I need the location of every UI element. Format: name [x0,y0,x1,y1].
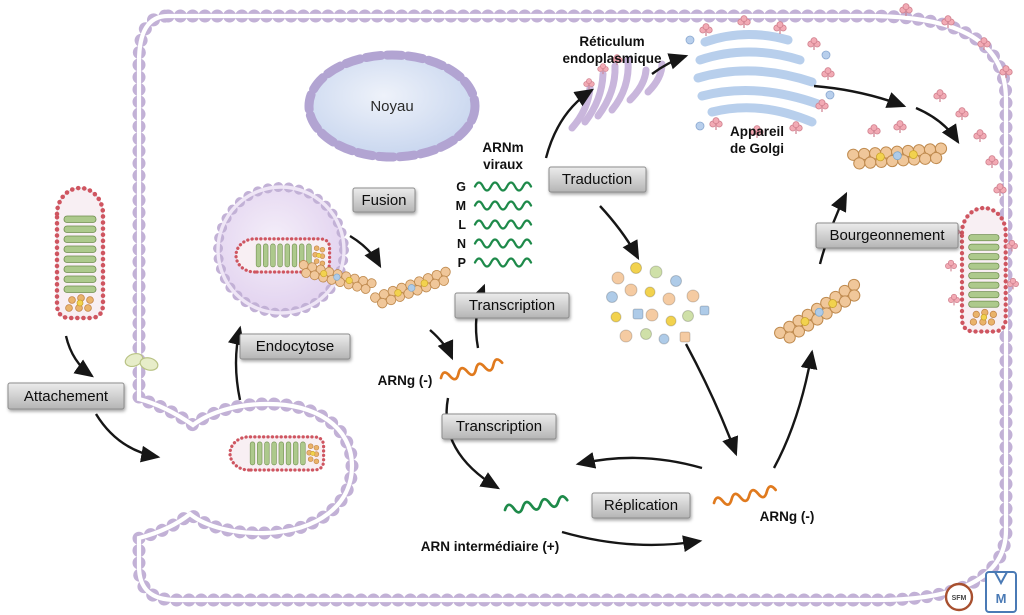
arng-upper-label: ARNg (-) [378,373,433,388]
nuclear-envelope [304,50,480,162]
arnm-viraux-line1: ARNm [482,140,523,155]
progeny-virion [962,208,1006,332]
arrow-vesicle-to-endosome [227,325,245,401]
membrane-receptor [124,352,159,371]
arrow-proteins-to-assembly [684,343,739,457]
attachement-label: Attachement [24,388,109,405]
transcription-lower-label: Transcription [456,418,542,435]
gene-label-m: M [456,199,466,213]
genomic-rna-lower-wave [712,485,777,506]
arrow-attachment-approach [64,335,94,378]
intermediate-rna-wave [503,495,569,514]
golgi-label-line2: de Golgi [730,141,784,156]
publisher-logo-text: M [996,591,1007,606]
step-label-endocytose: Endocytose [239,333,351,360]
step-label-transcription-upper: Transcription [454,292,570,319]
arrow-transcription-down [445,397,501,490]
arng-lower-label: ARNg (-) [760,509,815,524]
gene-label-g: G [456,180,466,194]
golgi-label-line1: Appareil [730,124,784,139]
arrow-replication-left [575,452,703,470]
golgi-apparatus [685,30,835,131]
assembling-capsid [771,276,868,349]
genomic-rna-upper-wave [439,358,504,381]
arrow-traduction-to-proteins [599,205,640,261]
gene-label-p: P [458,256,466,270]
gene-label-n: N [457,237,466,251]
step-label-replication: Réplication [591,492,691,519]
sfm-logo-text: SFM [952,595,967,602]
reticulum-label-line1: Réticulum [579,34,644,49]
viral-proteins-cluster [606,262,710,345]
traduction-label: Traduction [562,171,632,188]
arrow-mrna-to-er [544,88,595,159]
cell-membrane [132,9,1013,607]
arnm-viraux-line2: viraux [483,157,523,172]
arrow-replication-right [561,530,703,552]
flow-arrows [64,53,960,552]
viral-mrnas: G M L N P [456,180,533,270]
step-label-bourgeonnement: Bourgeonnement [815,222,959,249]
arrow-capsid-to-arng [429,329,454,361]
gene-label-l: L [458,218,466,232]
arrow-fusion-release [349,234,382,269]
incoming-virion [57,188,103,318]
arrow-golgi-to-membrane [813,84,907,108]
reticulum-label-line2: endoplasmique [562,51,662,66]
arn-intermediaire-label: ARN intermédiaire (+) [421,539,559,554]
step-label-attachement: Attachement [7,382,125,410]
bourgeonnement-label: Bourgeonnement [829,227,945,244]
endocytose-label: Endocytose [256,338,334,355]
arrow-arng-to-capsid [772,349,818,469]
fusion-label: Fusion [361,192,406,209]
step-label-traduction: Traduction [548,166,647,193]
released-capsid [368,265,455,312]
virion-in-vesicle [228,435,326,472]
nucleus: Noyau [304,50,480,162]
publisher-logo: M [985,571,1017,613]
step-label-transcription-lower: Transcription [441,413,557,440]
replication-label: Réplication [604,497,678,514]
step-label-fusion: Fusion [352,187,416,213]
transcription-upper-label: Transcription [469,297,555,314]
publisher-logo-chevron-icon [994,571,1008,586]
arrow-endocytosis-entry [94,413,161,463]
budding-capsid [846,142,949,171]
sfm-logo: SFM [944,582,974,612]
nucleus-label: Noyau [370,98,413,115]
arrow-membrane-budding [915,106,960,145]
arrow-er-to-golgi [651,53,689,75]
